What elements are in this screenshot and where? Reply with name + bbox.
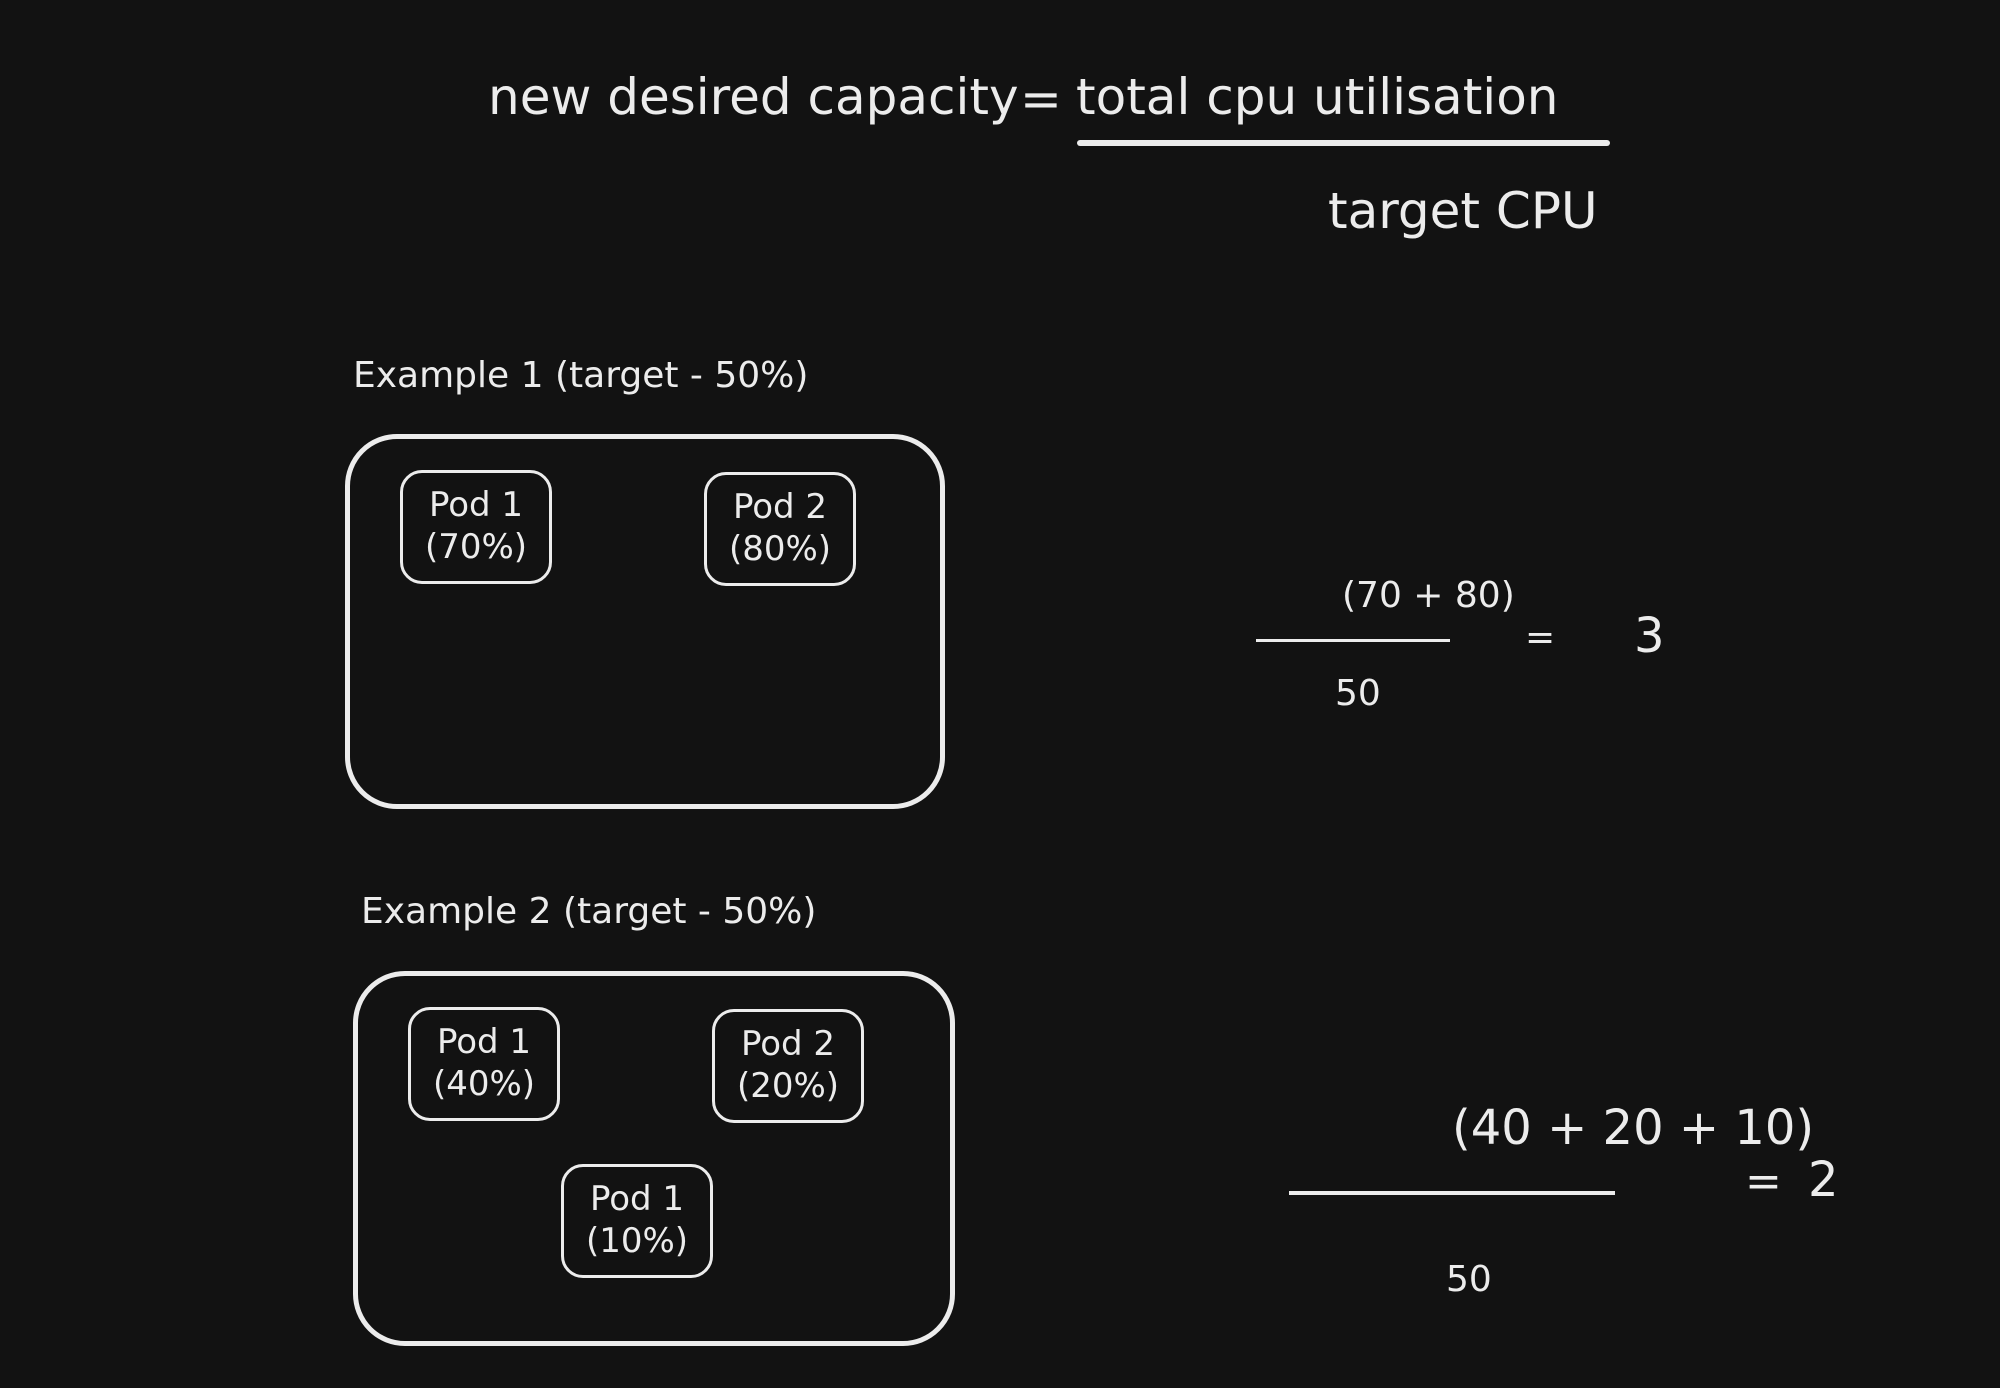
formula-fraction-bar bbox=[1077, 140, 1610, 146]
pod-usage: (20%) bbox=[736, 1066, 840, 1106]
pod-name: Pod 2 bbox=[740, 1024, 836, 1065]
example-1-calc-fraction-bar bbox=[1256, 639, 1450, 642]
pod-name: Pod 1 bbox=[436, 1022, 532, 1063]
formula-numerator: total cpu utilisation bbox=[1076, 68, 1559, 126]
example-1-pod-1: Pod 1 (70%) bbox=[400, 470, 552, 584]
pod-name: Pod 1 bbox=[589, 1179, 685, 1220]
example-2-calc-denominator: 50 bbox=[1446, 1259, 1492, 1300]
formula-lhs: new desired capacity bbox=[488, 68, 1019, 126]
pod-usage: (10%) bbox=[585, 1221, 689, 1261]
example-1-calc-equals: = bbox=[1525, 617, 1556, 658]
example-1-calc-numerator: (70 + 80) bbox=[1342, 575, 1515, 616]
example-2-calc-numerator: (40 + 20 + 10) bbox=[1452, 1100, 1815, 1156]
example-1-calc-denominator: 50 bbox=[1335, 673, 1381, 714]
example-1-pod-2: Pod 2 (80%) bbox=[704, 472, 856, 586]
example-1-title: Example 1 (target - 50%) bbox=[353, 355, 809, 396]
example-1-cluster-box bbox=[345, 434, 945, 809]
example-2-pod-3: Pod 1 (10%) bbox=[561, 1164, 713, 1278]
formula-equals-sign: = bbox=[1020, 70, 1062, 128]
example-2-pod-1: Pod 1 (40%) bbox=[408, 1007, 560, 1121]
example-2-title: Example 2 (target - 50%) bbox=[361, 891, 817, 932]
formula-denominator: target CPU bbox=[1328, 182, 1598, 240]
example-2-calc-fraction-bar bbox=[1289, 1191, 1615, 1195]
example-2-calc-result: 2 bbox=[1808, 1152, 1839, 1208]
pod-usage: (40%) bbox=[432, 1064, 536, 1104]
pod-name: Pod 1 bbox=[428, 485, 524, 526]
example-1-calc-result: 3 bbox=[1634, 608, 1665, 664]
pod-name: Pod 2 bbox=[732, 487, 828, 528]
example-2-pod-2: Pod 2 (20%) bbox=[712, 1009, 864, 1123]
pod-usage: (70%) bbox=[424, 527, 528, 567]
example-2-calc-equals: = bbox=[1745, 1156, 1782, 1207]
example-2-cluster-box bbox=[353, 971, 955, 1346]
pod-usage: (80%) bbox=[728, 529, 832, 569]
